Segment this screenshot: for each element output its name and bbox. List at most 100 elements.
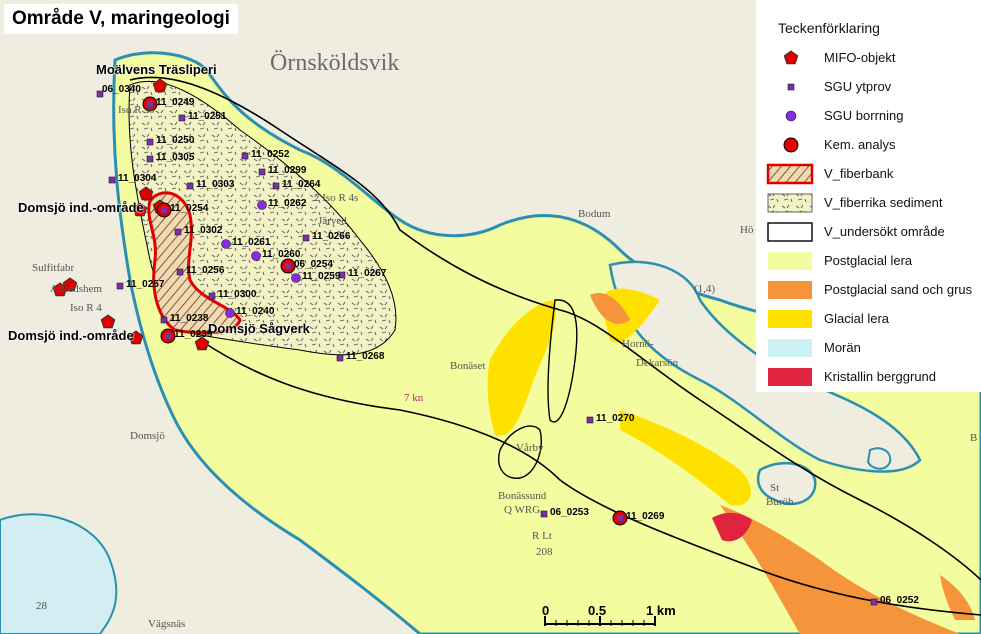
sample-label: 11_0260 (262, 249, 301, 260)
legend-item: Postglacial lera (766, 249, 981, 275)
sample-point (146, 138, 154, 146)
ring-legend-symbol (783, 137, 799, 153)
legend-label: Kem. analys (824, 137, 896, 152)
sample-point (586, 416, 594, 424)
sample-label: 11_0299 (268, 165, 307, 176)
sample-label: 11_0262 (268, 198, 307, 209)
scale-label-1km: 1 km (646, 603, 676, 618)
place-label: 2 Iso R 4s (314, 192, 359, 204)
sample-point (146, 155, 154, 163)
sample-point (291, 273, 301, 283)
place-label: 208 (536, 546, 553, 558)
sample-point (176, 268, 184, 276)
legend-label: SGU borrning (824, 108, 904, 123)
place-label: Q WRG (504, 504, 541, 516)
place-label: Bodum (578, 208, 611, 220)
mifo-marker (132, 202, 148, 217)
sample-point (221, 239, 231, 249)
mifo-marker (194, 336, 210, 351)
sample-label: 06_0340 (102, 84, 141, 95)
legend-item: Kem. analys (766, 133, 981, 159)
sample-point (870, 598, 878, 606)
pentagon-legend-symbol (783, 50, 799, 65)
fill-legend-symbol (768, 310, 812, 328)
place-label: Bonäset (450, 360, 486, 372)
sample-label: 11_0270 (596, 413, 635, 424)
place-label: Iso R 3s (118, 104, 155, 116)
legend-item: V_undersökt område (766, 220, 981, 246)
legend-item: Kristallin berggrund (766, 365, 981, 391)
sample-label: 11_0239 (174, 329, 213, 340)
legend-label: Postglacial sand och grus (824, 282, 973, 297)
sample-label: 11_0256 (186, 265, 225, 276)
hatch-legend-symbol (766, 163, 814, 185)
sample-point (302, 234, 310, 242)
glacial-clay-patch-3 (620, 410, 751, 506)
sample-point (258, 168, 266, 176)
sample-point (142, 96, 158, 112)
place-label: R Lt (532, 530, 552, 542)
fill-legend-symbol (768, 281, 812, 299)
sample-point (156, 202, 172, 218)
sample-point (338, 271, 346, 279)
sample-label: 11_0300 (218, 289, 257, 300)
sand-gravel-area-1 (720, 505, 960, 634)
sample-label: 11_0267 (348, 268, 387, 279)
sample-label: 11_0305 (156, 152, 195, 163)
dash-legend-symbol (767, 193, 813, 213)
mifo-marker (152, 78, 168, 93)
sample-label: 11_0251 (188, 111, 227, 122)
legend-item: SGU ytprov (766, 75, 981, 101)
mifo-marker (100, 314, 116, 329)
legend-label: V_undersökt område (824, 224, 945, 239)
sample-point (272, 182, 280, 190)
sample-point (208, 292, 216, 300)
fill-legend-symbol (768, 368, 812, 386)
scale-bar-graphic (544, 616, 656, 626)
mifo-marker (138, 186, 154, 201)
place-label: Hö (740, 224, 754, 236)
sample-point (540, 510, 548, 518)
legend-label: Morän (824, 340, 861, 355)
sample-label: 11_0257 (126, 279, 165, 290)
investigated-area-inner (547, 299, 578, 423)
mifo-marker (62, 277, 78, 292)
small-island (866, 447, 892, 470)
site-label: Domsjö Sågverk (208, 321, 310, 336)
legend-item: Morän (766, 336, 981, 362)
place-label: Järved (318, 215, 347, 227)
place-label: 7 kn (404, 392, 424, 404)
legend-label: Kristallin berggrund (824, 369, 937, 384)
site-label: Domsjö ind.-område (18, 200, 144, 215)
legend-item: V_fiberrika sediment (766, 191, 981, 217)
sample-point (612, 510, 628, 526)
investigated-area-outline (129, 76, 981, 616)
sample-point (160, 328, 176, 344)
place-label: 28 (36, 600, 47, 612)
bedrock-area (712, 512, 752, 542)
sample-point (251, 251, 261, 261)
place-label: Vårby (516, 442, 544, 454)
sample-point (160, 316, 168, 324)
sample-point (116, 282, 124, 290)
sample-label: 06_0254 (294, 259, 333, 270)
sample-label: 11_0266 (312, 231, 351, 242)
site-label: Moälvens Träsliperi (96, 62, 217, 77)
investigated-area-pocket (498, 425, 542, 479)
map-marks (52, 78, 878, 606)
legend-label: MIFO-objekt (824, 50, 896, 65)
place-label: St (770, 482, 780, 494)
scale-label-0: 0 (542, 603, 550, 618)
place-label: Domsjö (130, 430, 165, 442)
sample-label: 11_0250 (156, 135, 195, 146)
place-label: Dekarsön (636, 357, 679, 369)
lake-water (0, 513, 118, 634)
sand-gravel-area-2 (940, 575, 975, 620)
sand-gravel-area-3 (590, 292, 630, 324)
legend-item: Postglacial sand och grus (766, 278, 981, 304)
fill-legend-symbol (768, 252, 812, 270)
place-label: Bonässund (498, 490, 547, 502)
legend-item: V_fiberbank (766, 162, 981, 188)
